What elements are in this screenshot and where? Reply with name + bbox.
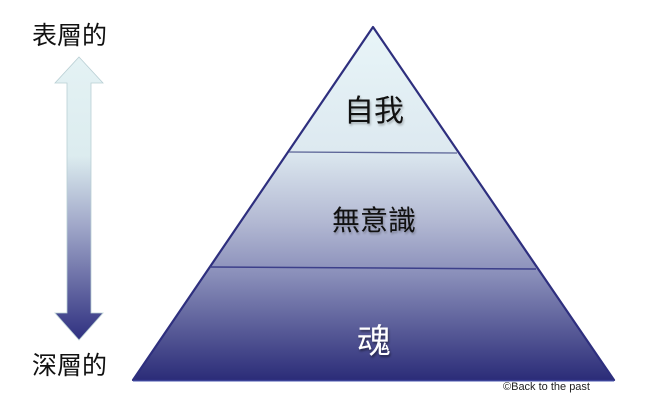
surface-label: 表層的 [32, 21, 108, 50]
layer-label-soul: 魂 [357, 322, 391, 362]
deep-label: 深層的 [32, 351, 108, 380]
pyramid [131, 25, 616, 382]
layer-divider-top [288, 151, 458, 154]
layer-divider-bottom [209, 266, 537, 270]
double-arrow-icon [54, 56, 104, 341]
layer-label-ego: 自我 [344, 94, 404, 129]
copyright-credit: ©Back to the past [503, 381, 590, 393]
layer-label-unconscious: 無意識 [331, 204, 417, 237]
